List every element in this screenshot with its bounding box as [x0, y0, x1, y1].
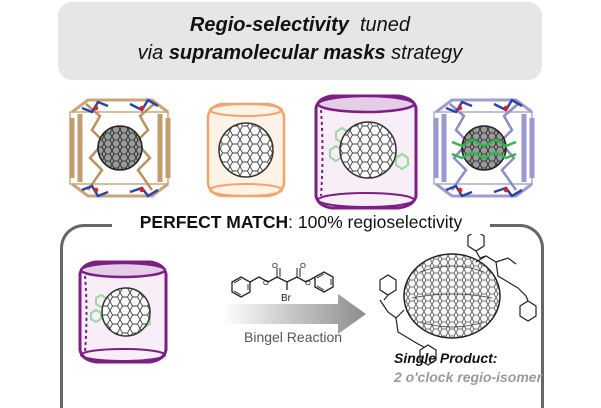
title-line-2: via supramolecular masks strategy [58, 42, 542, 65]
product-subtitle: 2 o'clock regio-isomer [394, 369, 543, 385]
perfect-match-heading: PERFECT MATCH: 100% regioselectivity [112, 210, 490, 234]
title-pre-2: via [137, 42, 164, 64]
reagent-structure [231, 268, 334, 298]
perfect-match-rest: : 100% regioselectivity [288, 212, 463, 232]
reagent-oxygen-label: O [272, 261, 278, 270]
molecular-model-lavender [433, 98, 535, 198]
title-rest-2: strategy [391, 42, 463, 64]
title-strong-1: Regio-selectivity [189, 14, 349, 36]
reagent-oxygen-label: O [263, 278, 269, 287]
title-box: Regio-selectivity tuned via supramolecul… [58, 2, 542, 80]
title-rest-1: tuned [360, 14, 411, 36]
molecular-model-tan [69, 98, 171, 198]
orange-cage [206, 102, 286, 198]
reagent-oxygen-label: O [305, 278, 311, 287]
title-strong-2: supramolecular masks [168, 42, 386, 64]
reaction-arrow [222, 294, 366, 334]
perfect-match-strong: PERFECT MATCH [139, 212, 289, 232]
purple-cage-bottom [78, 260, 168, 364]
reaction-label: Bingel Reaction [244, 329, 343, 345]
product-molecule [379, 230, 537, 366]
purple-cage-top [314, 94, 418, 210]
reagent-oxygen-label: O [300, 261, 306, 270]
product-title: Single Product: [394, 350, 498, 366]
reagent-bromine-label: Br [281, 293, 292, 304]
title-line-1: Regio-selectivity tuned [58, 14, 542, 37]
